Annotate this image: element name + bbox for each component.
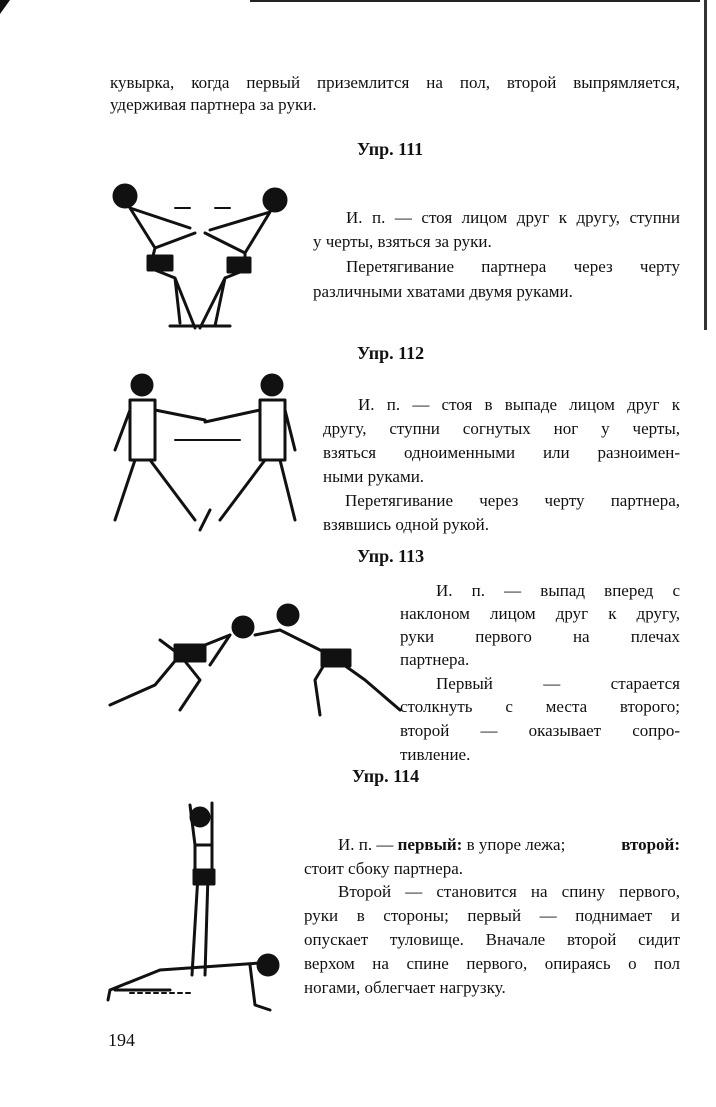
exercise-title: Упр. 111 — [357, 139, 424, 159]
exercise-title: Упр. 113 — [357, 546, 425, 566]
exercise-text: верхом на спине первого, опираясь о пол — [304, 954, 680, 973]
exercise-text: Перетягивание партнера через черту — [346, 257, 680, 276]
exercise-text: тивление. — [400, 745, 471, 764]
scan-edge-line — [704, 0, 707, 330]
intro-line: удерживая партнера за руки. — [110, 95, 317, 114]
exercise-113-illustration — [100, 595, 410, 735]
exercise-text: Перетягивание через черту партнера, — [345, 491, 680, 510]
exercise-text: другу, ступни согнутых ног у черты, — [323, 419, 680, 438]
scan-corner-mark — [0, 0, 10, 14]
exercise-text: И. п. — выпад вперед с — [436, 581, 680, 600]
exercise-text: руки первого на плечах — [400, 627, 680, 646]
exercise-text: наклоном лицом друг к другу, — [400, 604, 680, 623]
exercise-text: опускает туловище. Вначале второй сидит — [304, 930, 680, 949]
bold-run: первый: — [397, 835, 463, 854]
exercise-text: различными хватами двумя руками. — [313, 282, 573, 301]
exercise-text: И. п. — первый: в упоре лежа; второй: — [338, 834, 680, 856]
text-run: в упоре лежа; — [462, 835, 566, 854]
exercise-text: взяться одноименными или разноимен- — [323, 443, 680, 462]
text-run: И. п. — — [338, 835, 398, 854]
exercise-text: И. п. — стоя в выпаде лицом друг к — [358, 395, 680, 414]
exercise-text: Второй — становится на спину первого, — [338, 882, 680, 901]
scan-edge-line — [250, 0, 700, 2]
exercise-title: Упр. 112 — [357, 343, 425, 363]
exercise-text: ногами, облегчает нагрузку. — [304, 978, 506, 997]
exercise-text: И. п. — стоя лицом друг к другу, ступни — [346, 208, 680, 227]
intro-line: кувырка, когда первый приземлится на пол… — [110, 73, 680, 92]
exercise-text: руки в стороны; первый — поднимает и — [304, 906, 680, 925]
exercise-title: Упр. 114 — [352, 766, 420, 786]
exercise-114-illustration — [100, 795, 290, 1030]
page-number: 194 — [108, 1030, 135, 1050]
exercise-112-illustration — [100, 370, 310, 545]
exercise-text: у черты, взяться за руки. — [313, 232, 492, 251]
exercise-text: второй — оказывает сопро- — [400, 721, 680, 740]
exercise-text: партнера. — [400, 650, 470, 669]
exercise-111-illustration — [100, 178, 300, 338]
exercise-text: столкнуть с места второго; — [400, 697, 680, 716]
bold-run: второй: — [621, 835, 680, 854]
exercise-text: стоит сбоку партнера. — [304, 859, 463, 878]
exercise-text: ными руками. — [323, 467, 425, 486]
exercise-text: Первый — старается — [436, 674, 680, 693]
exercise-text: взявшись одной рукой. — [323, 515, 489, 534]
